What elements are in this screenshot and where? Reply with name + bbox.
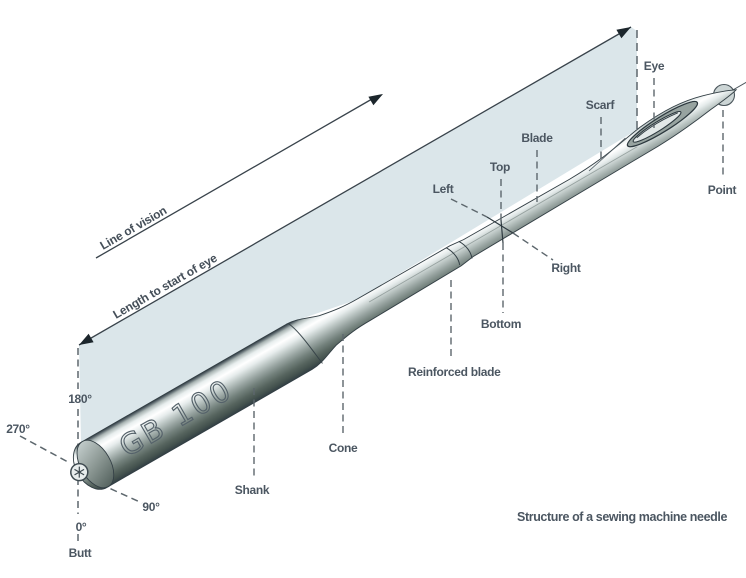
- angle-0-label: 0°: [76, 520, 87, 534]
- arrowhead-icon: [616, 27, 631, 39]
- label-left: Left: [433, 182, 454, 196]
- label-butt: Butt: [69, 546, 92, 560]
- reinforced-blade-tick: [458, 240, 473, 259]
- eye-ellipse: [626, 100, 699, 148]
- leader-right: [512, 232, 554, 261]
- axis-90-dashed-line: [99, 483, 143, 504]
- angle-270-label: 270°: [6, 422, 30, 436]
- butt-cross-section-icon: [70, 462, 89, 482]
- label-scarf: Scarf: [586, 98, 616, 112]
- label-eye: Eye: [644, 59, 665, 73]
- label-bottom: Bottom: [481, 317, 521, 331]
- label-top: Top: [490, 160, 510, 174]
- label-right: Right: [551, 261, 580, 275]
- needle-cross-marks: [486, 216, 514, 244]
- reinforced-blade-tick: [446, 247, 461, 266]
- shank-cone-transition-line: [287, 322, 323, 364]
- label-shank: Shank: [235, 483, 270, 497]
- scarf-edge-line: [588, 137, 626, 172]
- length-to-eye-arrow: [78, 26, 632, 346]
- inspection-plane: [79, 27, 637, 442]
- leader-left: [450, 198, 488, 218]
- diagram-caption: Structure of a sewing machine needle: [517, 510, 727, 524]
- label-point: Point: [708, 183, 737, 197]
- line-of-vision-label: Line of vision: [98, 203, 170, 252]
- angle-180-label: 180°: [68, 392, 92, 406]
- blade-reflection-line: [368, 146, 638, 303]
- leader-lines: [253, 78, 724, 478]
- label-cone: Cone: [329, 441, 358, 455]
- arrowhead-icon: [368, 94, 383, 106]
- label-blade: Blade: [521, 131, 553, 145]
- axis-270-dashed-line: [19, 435, 69, 463]
- line-of-vision-arrow: [95, 94, 383, 259]
- arrowhead-icon: [79, 333, 94, 345]
- angle-90-label: 90°: [142, 500, 160, 514]
- label-reinforced-blade: Reinforced blade: [408, 365, 501, 379]
